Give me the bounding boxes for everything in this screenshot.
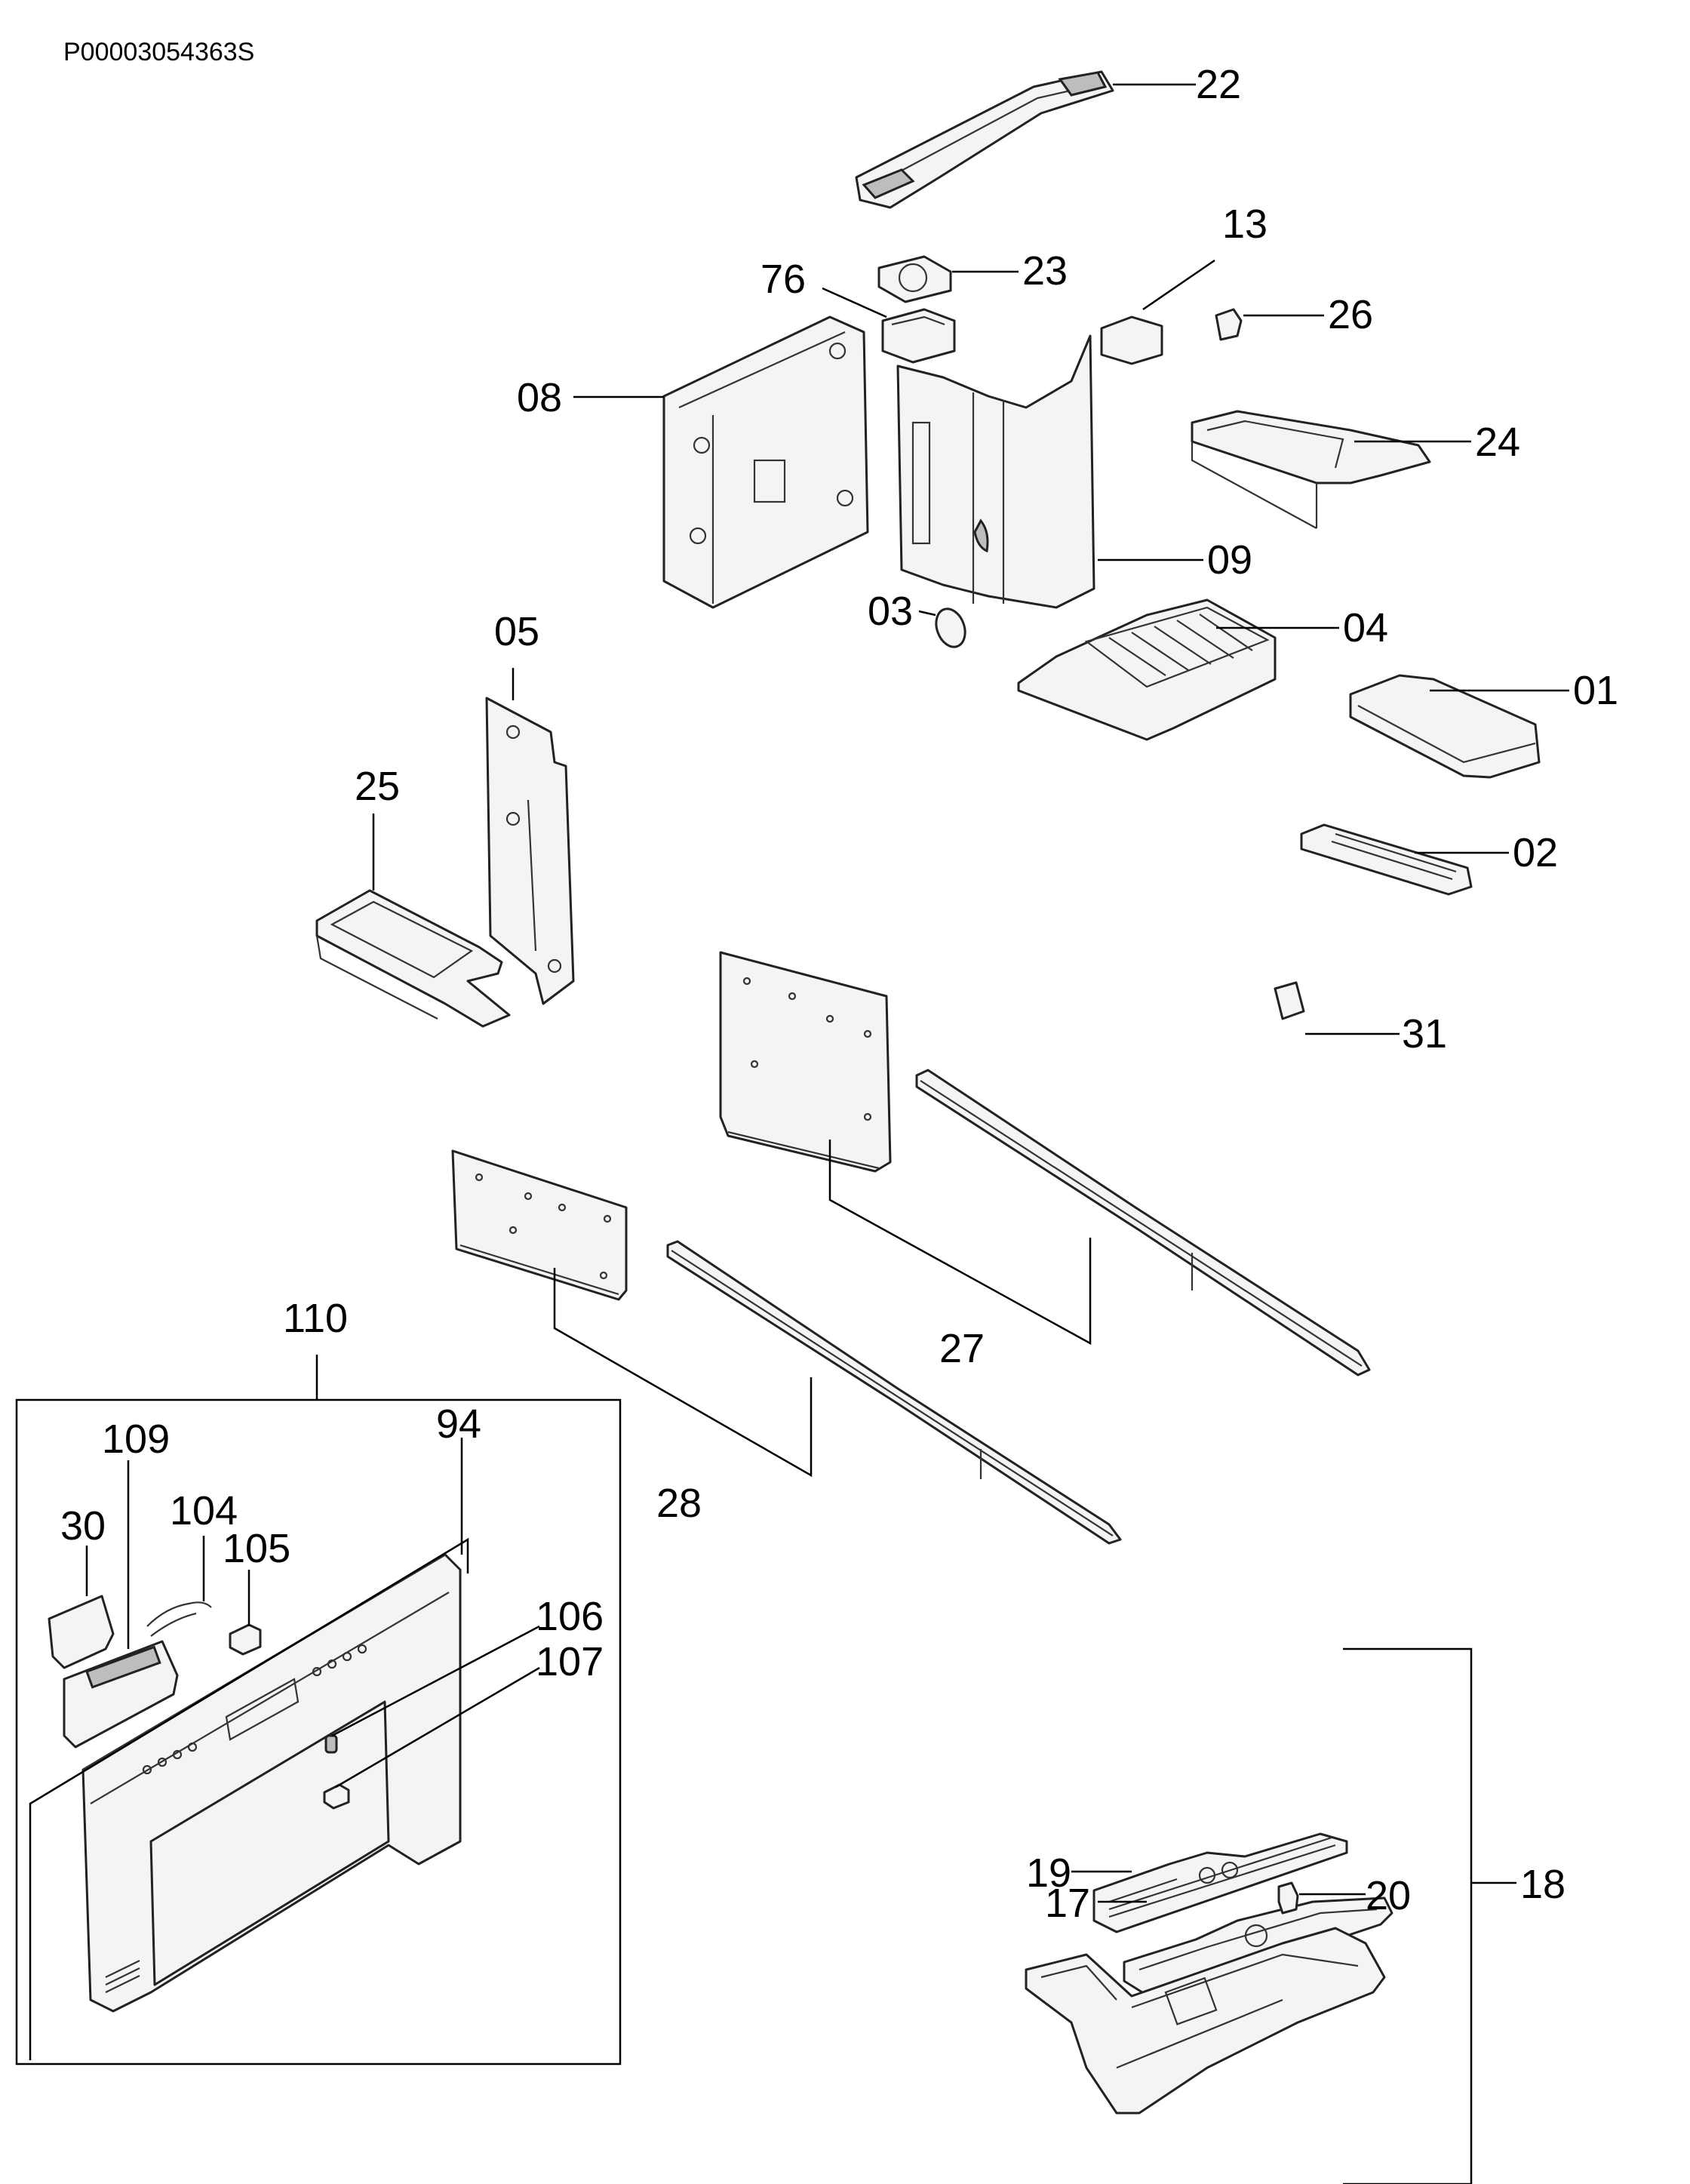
part-09-back-frame (896, 334, 1095, 609)
part-27-rail-assembly (719, 951, 1371, 1377)
part-106-knob (324, 1734, 338, 1754)
part-23-fan (877, 255, 952, 303)
label-22: 22 (1196, 62, 1241, 107)
part-109-control-board (63, 1640, 179, 1749)
document-id: P00003054363S (63, 38, 255, 66)
part-94-front-panel (81, 1553, 462, 2013)
part-17-grate (1092, 1832, 1348, 1933)
part-05-side-plate (485, 697, 575, 1005)
part-13-connector-box (1100, 315, 1163, 365)
label-28: 28 (656, 1481, 702, 1526)
label-27: 27 (939, 1326, 985, 1371)
label-104: 104 (170, 1488, 238, 1533)
label-76: 76 (760, 257, 806, 302)
label-105: 105 (223, 1526, 290, 1571)
label-20: 20 (1366, 1873, 1411, 1918)
part-20-clip (1277, 1881, 1299, 1915)
label-09: 09 (1207, 537, 1252, 583)
part-28-rail-assembly (451, 1149, 1122, 1545)
part-03-ring (935, 608, 966, 648)
part-105-connector (229, 1623, 262, 1656)
group-110-frame (15, 1398, 622, 2066)
label-02: 02 (1513, 830, 1558, 875)
label-05: 05 (494, 609, 539, 654)
label-26: 26 (1328, 292, 1373, 337)
label-03: 03 (868, 589, 913, 634)
label-30: 30 (60, 1503, 106, 1549)
label-31: 31 (1402, 1011, 1447, 1057)
part-04-grate-lid (1017, 598, 1277, 741)
label-13: 13 (1222, 201, 1268, 247)
label-04: 04 (1343, 605, 1388, 651)
label-25: 25 (355, 764, 400, 809)
label-19: 19 (1026, 1850, 1071, 1896)
part-31-switch (1274, 981, 1305, 1020)
part-02-vent-strip (1300, 823, 1473, 896)
label-17: 17 (1045, 1881, 1090, 1926)
part-25-drip-tray (315, 889, 511, 1028)
label-24: 24 (1475, 420, 1520, 465)
part-76-duct (881, 308, 956, 364)
part-01-panel (1349, 674, 1541, 779)
label-18: 18 (1520, 1862, 1566, 1907)
part-18-base-tray (1025, 1927, 1386, 2115)
label-08: 08 (517, 375, 562, 420)
label-23: 23 (1022, 248, 1068, 294)
part-30-small-board (48, 1595, 115, 1669)
part-26-clip (1215, 308, 1243, 341)
label-110: 110 (283, 1296, 348, 1341)
label-94: 94 (436, 1401, 481, 1447)
part-08-side-panel (662, 315, 869, 609)
label-106: 106 (536, 1594, 604, 1639)
label-109: 109 (102, 1417, 170, 1462)
part-22-top-cover (855, 70, 1114, 209)
label-01: 01 (1573, 668, 1618, 713)
part-104-wire-harness (146, 1601, 212, 1637)
group-18-bracket (1343, 1647, 1473, 2184)
part-24-tray (1191, 410, 1431, 529)
label-107: 107 (536, 1639, 604, 1684)
